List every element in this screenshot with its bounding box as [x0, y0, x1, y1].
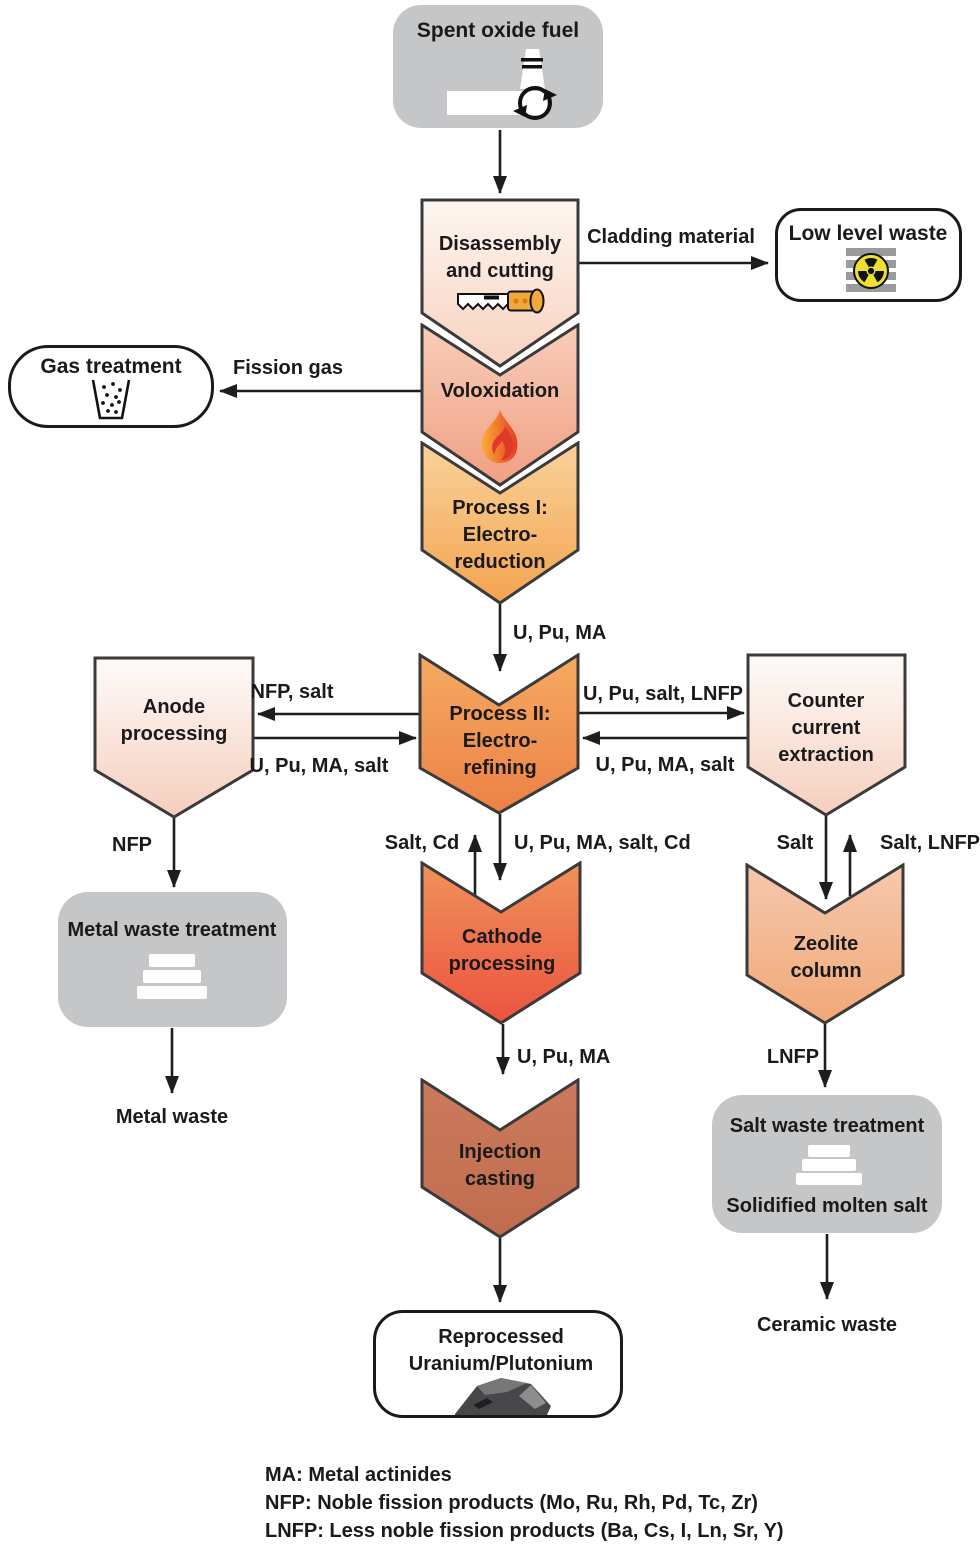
spent-oxide-fuel-box: Spent oxide fuel — [393, 5, 603, 128]
injection-shape — [420, 1078, 580, 1239]
u-pu-ma-salt-left-flow-label: U, Pu, MA, salt — [249, 755, 389, 777]
ceramic-waste-label: Ceramic waste — [756, 1314, 898, 1336]
nuclear-plant-icon — [447, 49, 557, 120]
zeolite-shape — [745, 863, 905, 1025]
metal-waste-treatment-box: Metal waste treatment — [58, 892, 287, 1027]
salt-waste-treatment-box: Salt waste treatment Solidified molten s… — [712, 1095, 942, 1233]
lnfp-flow-label: LNFP — [766, 1046, 820, 1068]
u-pu-salt-lnfp-flow-label: U, Pu, salt, LNFP — [582, 683, 744, 705]
salt-cd-flow-label: Salt, Cd — [384, 832, 460, 854]
anode-shape — [93, 656, 255, 819]
disassembly-label: Disassembly and cutting — [438, 233, 562, 282]
ingot-stack-icon — [137, 954, 207, 999]
reprocessed-label: Reprocessed Uranium/Plutonium — [408, 1326, 594, 1375]
process1-label: Process I: Electro-reduction — [452, 497, 548, 573]
fission-gas-flow-label: Fission gas — [232, 357, 344, 379]
u-pu-ma-bottom-flow-label: U, Pu, MA — [517, 1046, 611, 1068]
reprocessed-box: Reprocessed Uranium/Plutonium — [373, 1310, 623, 1418]
salt-lnfp-flow-label: Salt, LNFP — [880, 832, 980, 854]
salt-waste-treatment-label: Salt waste treatment — [729, 1115, 925, 1137]
u-pu-ma-top-flow-label: U, Pu, MA — [513, 622, 607, 644]
counter-current-shape — [746, 653, 907, 817]
low-level-waste-box: Low level waste — [775, 208, 962, 302]
u-pu-ma-salt-right-flow-label: U, Pu, MA, salt — [595, 754, 735, 776]
salt-block-stack-icon — [796, 1145, 862, 1185]
metal-waste-treatment-label: Metal waste treatment — [67, 919, 277, 941]
spent-oxide-fuel-label: Spent oxide fuel — [416, 19, 580, 42]
nfp-salt-flow-label: NFP, salt — [250, 681, 334, 703]
solidified-molten-salt-label: Solidified molten salt — [726, 1195, 928, 1217]
legend-nfp: NFP: Noble fission products (Mo, Ru, Rh,… — [265, 1492, 758, 1514]
voloxidation-label: Voloxidation — [440, 380, 560, 402]
process2-label: Process II: Electro-refining — [449, 703, 551, 779]
low-level-waste-label: Low level waste — [788, 222, 948, 245]
legend-lnfp: LNFP: Less noble fission products (Ba, C… — [265, 1520, 784, 1542]
legend: MA: Metal actinides NFP: Noble fission p… — [265, 1461, 784, 1545]
cladding-material-flow-label: Cladding material — [587, 226, 755, 248]
voloxidation-shape — [420, 323, 580, 487]
flame-icon — [481, 410, 518, 463]
u-pu-ma-salt-cd-flow-label: U, Pu, MA, salt, Cd — [514, 832, 691, 854]
anode-label: Anode processing — [120, 696, 228, 745]
gas-treatment-label: Gas treatment — [40, 355, 182, 378]
zeolite-label: Zeolite column — [790, 933, 862, 982]
process2-shape — [418, 653, 580, 815]
counter-current-label: Counter current extraction — [778, 690, 874, 766]
metal-ingot-rock-icon — [455, 1378, 551, 1415]
legend-ma: MA: Metal actinides — [265, 1464, 452, 1486]
radiation-icon — [846, 248, 896, 292]
disassembly-shape — [420, 198, 580, 368]
injection-label: Injection casting — [458, 1141, 542, 1190]
gas-treatment-box: Gas treatment — [8, 345, 214, 428]
saw-icon — [457, 288, 545, 314]
cathode-label: Cathode processing — [448, 926, 556, 975]
beaker-icon — [91, 379, 131, 420]
cathode-shape — [420, 861, 582, 1025]
metal-waste-label: Metal waste — [115, 1106, 229, 1128]
nfp-flow-label: NFP — [112, 834, 152, 856]
process1-shape — [420, 441, 580, 605]
salt-flow-label: Salt — [776, 832, 814, 854]
